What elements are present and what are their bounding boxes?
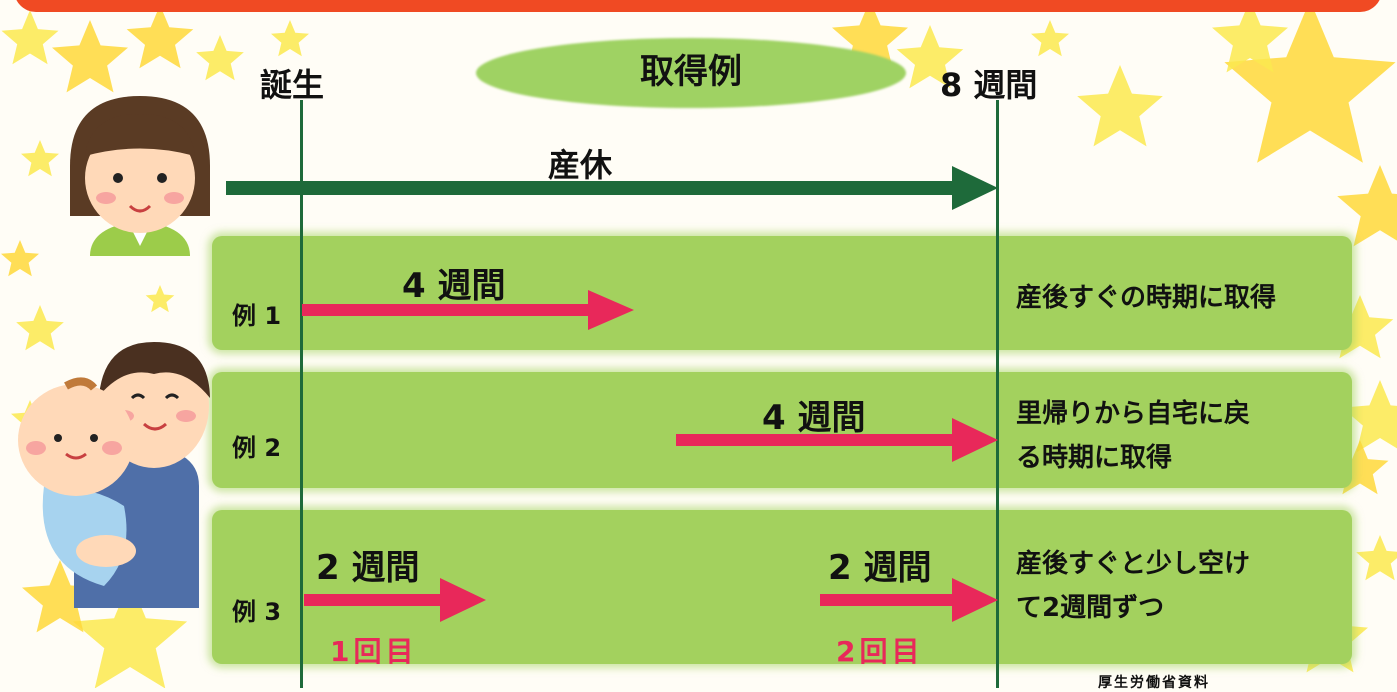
example-3-count-2: 2回目: [836, 635, 924, 668]
star-shape: [16, 305, 64, 351]
star-shape: [52, 20, 128, 93]
example-2-arrow: [676, 418, 998, 462]
star-shape: [22, 560, 98, 633]
header-accent-bar: [14, 0, 1382, 12]
example-3-description-line-2: て2週間ずつ: [1016, 593, 1165, 623]
example-2-label: 例 2: [232, 434, 282, 462]
title-oval: [476, 38, 906, 108]
father-baby-illustration: [18, 342, 210, 608]
birth-label: 誕生: [260, 66, 325, 104]
example-1-description: 産後すぐの時期に取得: [1016, 283, 1277, 313]
example-2-description: 里帰りから自宅に戻 る時期に取得: [1016, 392, 1250, 480]
birth-timeline-line: [300, 100, 303, 688]
star-shape: [1342, 380, 1397, 453]
maternity-leave-arrow: [226, 166, 998, 210]
star-shape: [1031, 20, 1069, 57]
star-shape: [1224, 0, 1396, 163]
maternity-leave-label: 産休: [548, 146, 613, 184]
star-shape: [1337, 165, 1397, 247]
star-shape: [1077, 65, 1163, 147]
example-3-arrow-2: [820, 578, 998, 622]
example-2-description-line-2: る時期に取得: [1016, 443, 1173, 473]
example-2-duration: 4 週間: [762, 398, 866, 438]
star-shape: [21, 140, 59, 177]
eight-weeks-label: 8 週間: [940, 66, 1038, 104]
example-3-description-line-1: 産後すぐと少し空け: [1016, 549, 1251, 579]
example-row-1: [212, 236, 1352, 350]
example-3-count-1: 1回目: [330, 635, 418, 668]
example-2-description-line-1: 里帰りから自宅に戻: [1016, 399, 1251, 429]
star-shape: [1, 240, 39, 277]
example-3-arrow-1: [304, 578, 486, 622]
example-1-duration: 4 週間: [402, 266, 506, 306]
star-shape: [72, 580, 188, 688]
star-shape: [896, 25, 964, 89]
star-shape: [1212, 0, 1288, 73]
star-shape: [145, 285, 175, 313]
example-3-duration-2: 2 週間: [828, 548, 932, 588]
example-1-label: 例 1: [232, 302, 282, 330]
example-3-label: 例 3: [232, 598, 282, 626]
mother-illustration: [70, 96, 210, 256]
star-shape: [126, 5, 194, 69]
star-shape: [196, 35, 244, 81]
example-3-duration-1: 2 週間: [316, 548, 420, 588]
eight-week-timeline-line: [996, 100, 999, 688]
example-row-3: [212, 510, 1352, 664]
star-shape: [271, 20, 309, 57]
star-shape: [1356, 535, 1397, 581]
source-footnote: 厚生労働省資料: [1098, 675, 1210, 691]
example-3-description: 産後すぐと少し空け て2週間ずつ: [1016, 542, 1250, 630]
diagram-title: 取得例: [640, 52, 742, 92]
example-row-2: [212, 372, 1352, 488]
star-shape: [1, 10, 59, 65]
example-1-arrow: [302, 290, 634, 330]
